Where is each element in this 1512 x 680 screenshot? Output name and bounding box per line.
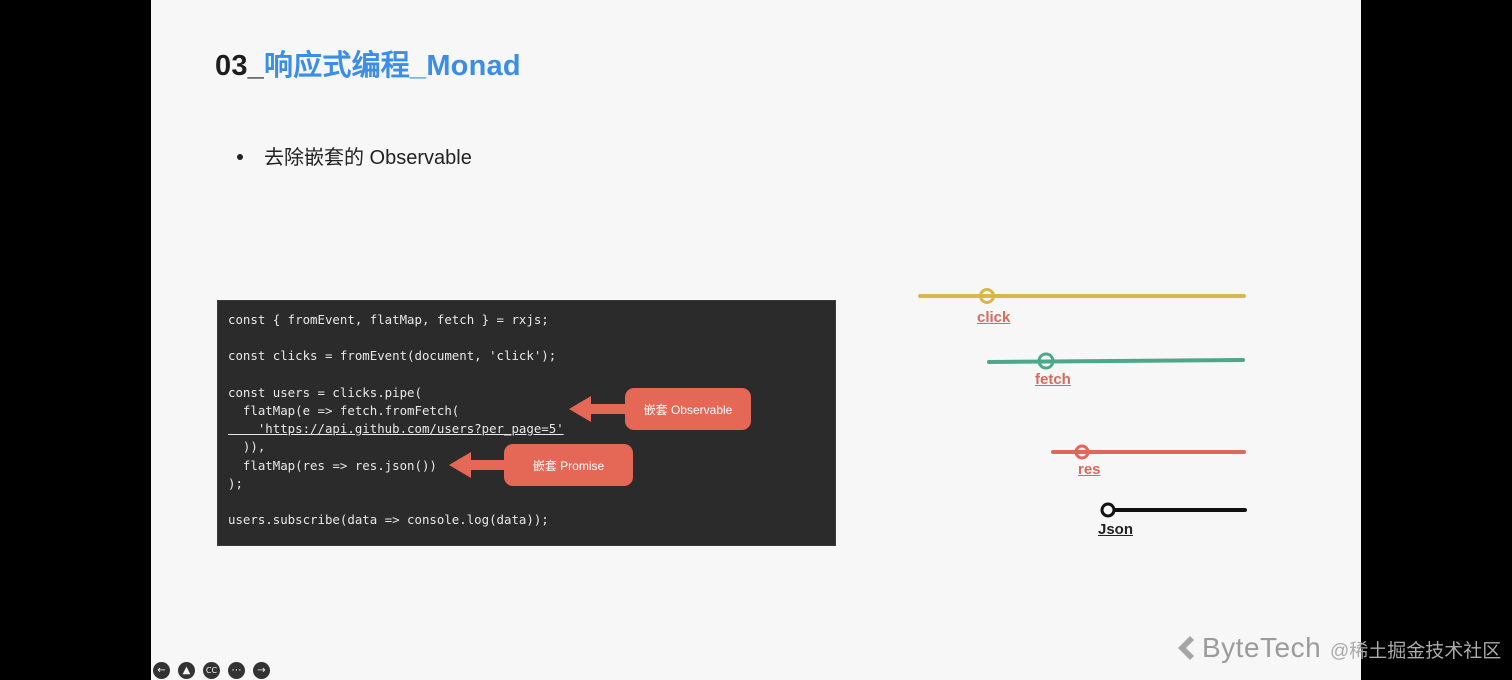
cc-icon[interactable]: CC [203, 662, 220, 679]
title-main: 响应式编程_Monad [264, 50, 521, 82]
code-line: const clicks = fromEvent(document, 'clic… [228, 348, 557, 364]
timeline-label-res: res [1078, 461, 1101, 478]
code-line: const users = clicks.pipe( [228, 384, 422, 400]
presentation-controls: ← ▲ CC ⋯ → [153, 662, 270, 679]
brand: ByteTech [1176, 632, 1321, 664]
callout-nested-promise: 嵌套 Promise [504, 444, 633, 486]
callout-arrow-promise [449, 452, 511, 478]
bullet-dot [237, 153, 243, 160]
timeline-res-marble [1074, 444, 1090, 460]
bullet-text: 去除嵌套的 Observable [264, 147, 472, 169]
timeline-label-click: click [977, 309, 1011, 326]
timeline-label-json: Json [1098, 521, 1134, 538]
timeline-label-fetch: fetch [1035, 371, 1071, 388]
timeline-fetch-line [987, 358, 1245, 364]
code-text: const { fromEvent, flatMap, fetch } = rx… [228, 311, 564, 529]
timeline-fetch-marble [1037, 352, 1055, 370]
watermark: @稀土掘金技术社区 [1330, 641, 1502, 662]
code-block: const { fromEvent, flatMap, fetch } = rx… [217, 300, 836, 546]
code-line-url: 'https://api.github.com/users?per_page=5… [228, 421, 564, 437]
bytetech-logo-icon [1178, 636, 1194, 660]
code-line: users.subscribe(data => console.log(data… [228, 512, 549, 528]
callout-label: 嵌套 Promise [532, 458, 605, 473]
back-icon[interactable]: ← [153, 662, 170, 679]
code-line: flatMap(e => fetch.fromFetch( [228, 403, 460, 419]
bullet-point: 去除嵌套的 Observable [237, 141, 472, 170]
title-prefix: 03_ [215, 50, 264, 82]
timeline-click-marble [979, 288, 995, 304]
slide-title: 03_响应式编程_Monad [215, 42, 521, 84]
callout-arrow-observable [569, 396, 631, 422]
timeline-json-marble [1100, 502, 1116, 518]
slide: 03_响应式编程_Monad 去除嵌套的 Observable const { … [151, 0, 1361, 680]
more-icon[interactable]: ⋯ [228, 662, 245, 679]
code-line: )), [228, 439, 266, 455]
code-line: flatMap(res => res.json()) [228, 457, 437, 473]
callout-label: 嵌套 Observable [643, 402, 733, 417]
upload-icon[interactable]: ▲ [178, 662, 195, 679]
code-line: const { fromEvent, flatMap, fetch } = rx… [228, 312, 549, 327]
callout-nested-observable: 嵌套 Observable [625, 388, 751, 430]
marble-diagram [918, 288, 1247, 518]
forward-icon[interactable]: → [253, 662, 270, 679]
brand-name: ByteTech [1202, 632, 1322, 663]
code-line: ); [228, 475, 243, 491]
